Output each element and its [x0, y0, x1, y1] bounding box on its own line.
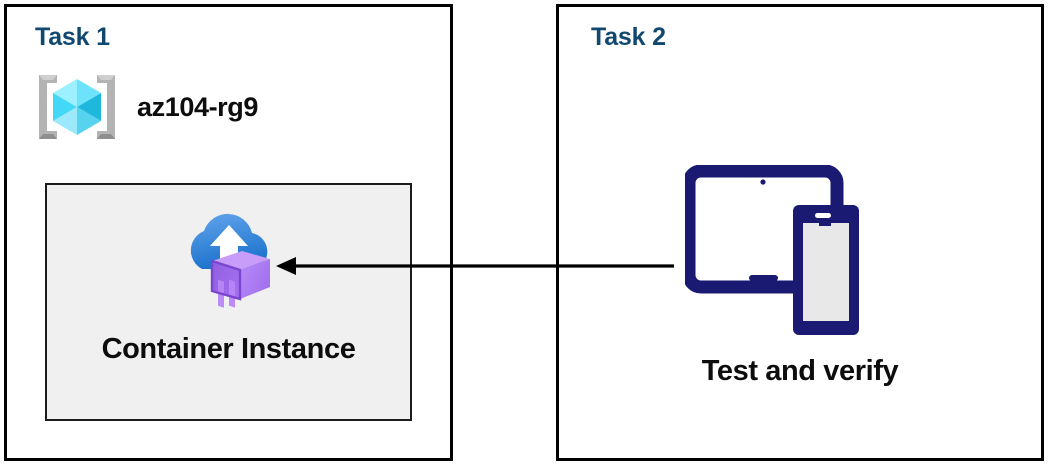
task-1-title: Task 1 [35, 23, 110, 51]
resource-group-label: az104-rg9 [137, 91, 258, 122]
azure-resource-group-icon [35, 67, 119, 147]
container-instance-card: Container Instance [45, 183, 412, 421]
container-instance-caption: Container Instance [101, 333, 356, 365]
panel-task-1: Task 1 [4, 4, 453, 461]
panel-task-2: Task 2 Test and verify [556, 4, 1044, 461]
test-and-verify-caption: Test and verify [701, 355, 899, 387]
resource-group-row: az104-rg9 [35, 67, 258, 147]
task-2-title: Task 2 [591, 23, 666, 51]
